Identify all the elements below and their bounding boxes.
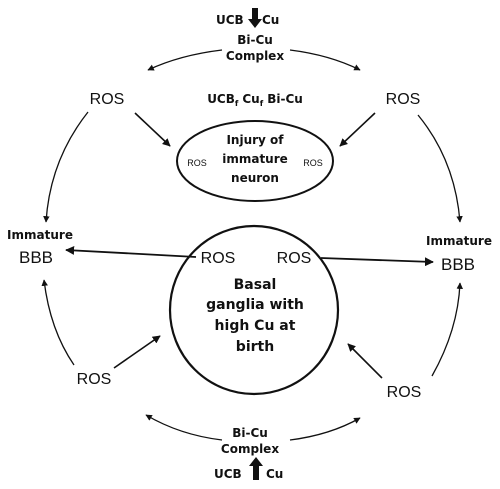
free-cu: Cu <box>242 92 259 106</box>
injury-node: Injury of immature neuron ROS ROS <box>176 120 334 202</box>
free-cu-sub: f <box>260 99 264 108</box>
basal-line2: ganglia with <box>206 297 304 313</box>
free-ucb-sub: f <box>235 99 239 108</box>
arrow-ros-to-injury-right <box>339 112 376 147</box>
right-bbb-line2: BBB <box>441 255 475 274</box>
left-bbb-line2: BBB <box>19 248 53 267</box>
arrow-ros-to-bbb-left <box>43 111 89 223</box>
arrow-complex-to-ros-bottomleft <box>145 414 223 441</box>
down-arrow-icon <box>248 8 262 28</box>
bottom-complex-group: Bi-Cu Complex UCB Cu <box>214 426 283 481</box>
ros-label-bottomright: ROS <box>387 384 422 401</box>
arrow-basal-to-bbb-left <box>65 245 197 258</box>
right-bbb-line1: Immature <box>426 234 492 248</box>
arrow-ros-to-basal-right <box>347 343 383 379</box>
injury-line2: immature <box>222 152 288 166</box>
up-arrow-icon <box>249 457 263 480</box>
injury-ros-right: ROS <box>303 158 323 168</box>
arrow-ros-to-injury-left <box>134 112 171 147</box>
basal-ros-left: ROS <box>201 250 236 267</box>
injury-line3: neuron <box>231 171 279 185</box>
arrow-complex-to-ros-topright <box>289 49 361 71</box>
ros-label-topright: ROS <box>386 91 421 108</box>
basal-line3: high Cu at <box>215 318 296 334</box>
left-bbb-node: Immature BBB <box>7 228 73 267</box>
injury-line1: Injury of <box>226 133 284 147</box>
top-complex-line1: Bi-Cu <box>237 33 273 47</box>
arrow-ros-to-bbb-lowerright <box>431 282 463 377</box>
bottom-cu-label: Cu <box>266 467 283 481</box>
free-bicu: Bi-Cu <box>267 92 303 106</box>
free-ucb: UCB <box>207 92 235 106</box>
arrow-complex-to-ros-topleft <box>147 49 223 71</box>
bottom-ucb-label: UCB <box>214 467 242 481</box>
bottom-complex-line2: Complex <box>221 442 279 456</box>
ros-label-bottomleft: ROS <box>77 371 112 388</box>
arrow-ros-to-basal-left <box>113 335 161 369</box>
ros-label-topleft: ROS <box>90 91 125 108</box>
top-ucb-label: UCB <box>216 13 244 27</box>
basal-line4: birth <box>236 339 274 355</box>
bottom-complex-line1: Bi-Cu <box>232 426 268 440</box>
arrow-basal-to-bbb-right <box>320 257 434 267</box>
left-bbb-line1: Immature <box>7 228 73 242</box>
top-complex-group: UCB Cu Bi-Cu Complex <box>216 8 284 63</box>
basal-line1: Basal <box>234 277 277 293</box>
basal-ganglia-node: ROS ROS Basal ganglia with high Cu at bi… <box>168 224 340 396</box>
right-bbb-node: Immature BBB <box>426 234 492 274</box>
top-complex-line2: Complex <box>226 49 284 63</box>
injury-ros-left: ROS <box>187 158 207 168</box>
basal-ros-right: ROS <box>277 250 312 267</box>
arrow-ros-to-bbb-right <box>417 114 463 223</box>
arrow-complex-to-ros-bottomright <box>289 417 361 441</box>
arrow-ros-to-bbb-lowerleft <box>41 279 75 366</box>
top-cu-label: Cu <box>262 13 279 27</box>
